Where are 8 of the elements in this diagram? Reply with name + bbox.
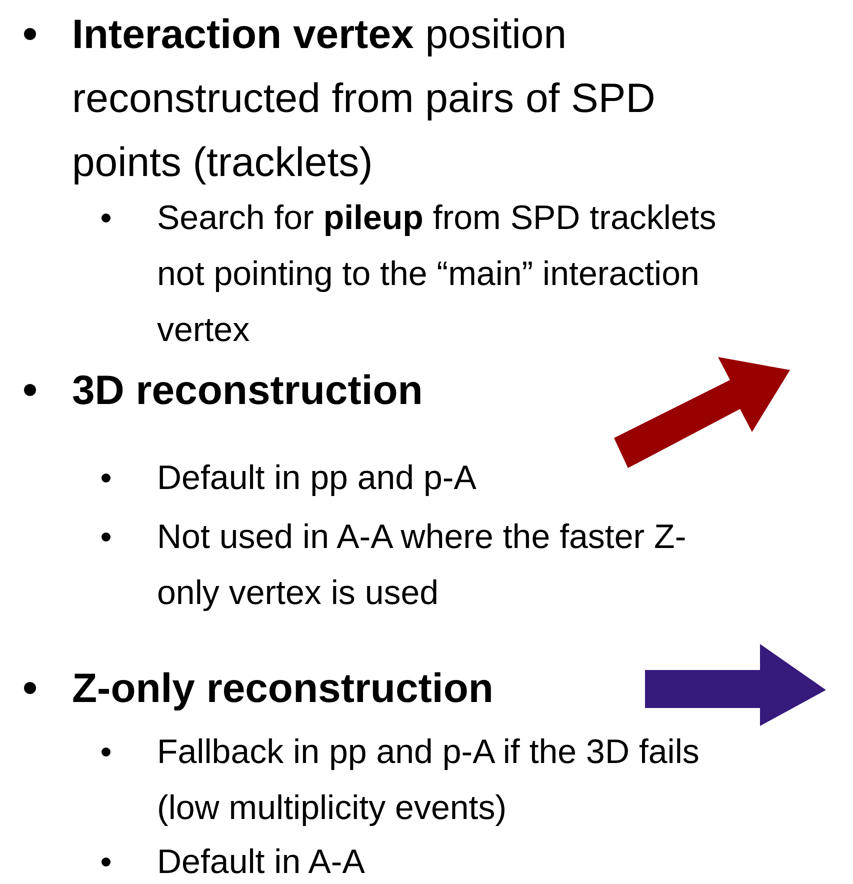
bullet-heading: Z-only reconstruction: [72, 664, 494, 713]
bullet-text: Search for pileup from SPD tracklets not pointing to the “main” interaction vertex: [157, 198, 717, 351]
bullet-text: Default in A-A: [157, 842, 366, 883]
bullet-text: Fallback in pp and p-A if the 3D fails (low multiplicity events): [157, 732, 700, 829]
bullet-text: Default in pp and p-A: [157, 458, 478, 499]
bullet-text: Not used in A-A where the faster Z-only vertex is used: [157, 517, 688, 614]
bullet-heading: Interaction vertex position reconstructed from pairs of SPD points (tracklets): [72, 10, 656, 187]
bullet-heading: 3D reconstruction: [72, 366, 424, 415]
